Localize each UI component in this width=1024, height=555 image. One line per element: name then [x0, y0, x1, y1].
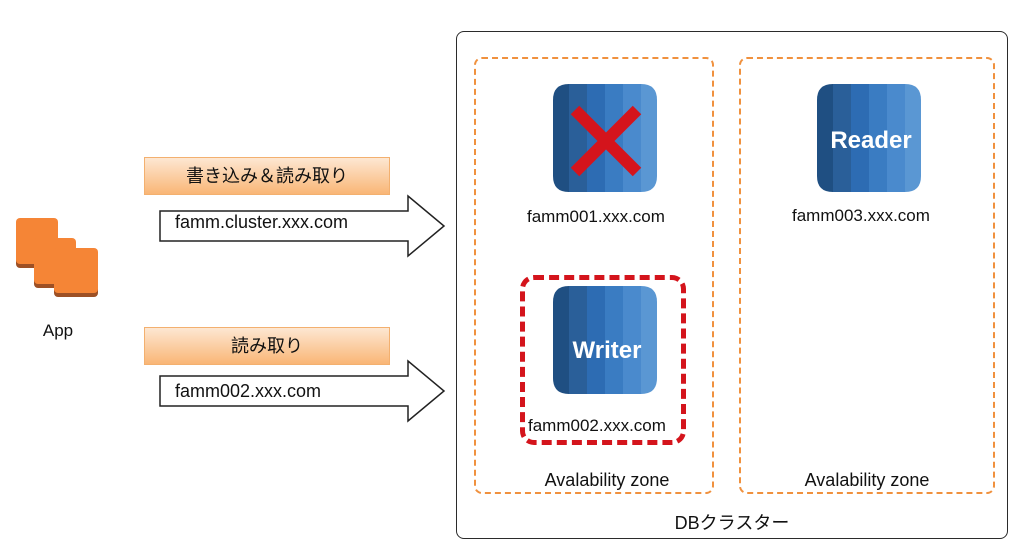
read-only-label: 読み取り [144, 327, 390, 365]
db-cluster-box [456, 31, 1008, 539]
availability-zone-1 [474, 57, 714, 494]
writer-badge: Writer [573, 337, 642, 364]
writer-highlight-frame [520, 275, 686, 445]
instance-endpoint-arrow [159, 359, 446, 423]
db-cluster-label: DBクラスター [674, 513, 790, 533]
aurora-db-reader-icon: Reader [817, 84, 921, 192]
instance-host-label: famm002.xxx.com [528, 416, 666, 435]
availability-zone-2 [739, 57, 995, 494]
instance-host-label: famm003.xxx.com [792, 206, 930, 225]
availability-zone-label-1: Avalability zone [544, 470, 670, 490]
failed-x-icon [570, 105, 642, 177]
app-label: App [42, 321, 74, 340]
availability-zone-label-2: Avalability zone [804, 470, 930, 490]
aurora-db-writer-icon: Writer [553, 286, 657, 394]
aws-instances-icon [16, 218, 98, 297]
cluster-endpoint-arrow [159, 194, 446, 258]
cluster-endpoint-text: famm.cluster.xxx.com [175, 212, 349, 232]
read-write-label: 書き込み＆読み取り [144, 157, 390, 195]
reader-badge: Reader [830, 127, 911, 154]
instance-endpoint-text: famm002.xxx.com [175, 381, 322, 401]
instance-host-label: famm001.xxx.com [527, 207, 665, 226]
aurora-db-failed-icon [553, 84, 657, 192]
